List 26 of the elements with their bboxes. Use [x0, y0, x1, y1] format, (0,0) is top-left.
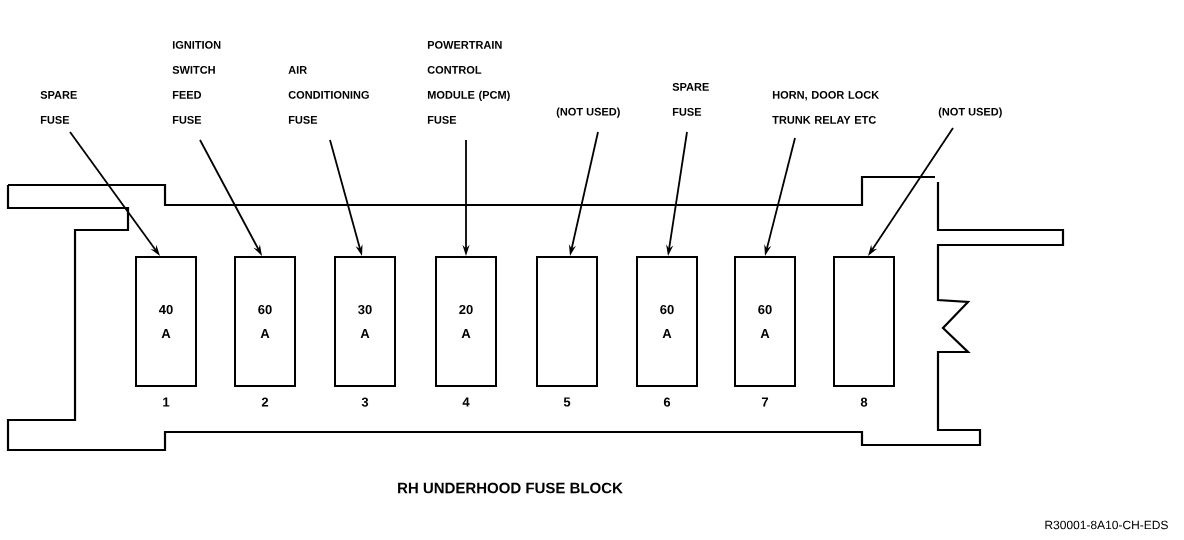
- fuse-number: 1: [163, 397, 170, 407]
- fuse-number: 6: [663, 397, 671, 407]
- fuse-box: 40 A: [135, 256, 197, 387]
- fuse-box: [833, 256, 895, 387]
- callout-label: HORN, DOOR LOCK TRUNK RELAY ETC: [772, 91, 880, 124]
- callout-label: SPARE FUSE: [40, 91, 77, 124]
- fuse-number: 5: [563, 397, 571, 407]
- fuse-number: 2: [261, 397, 269, 407]
- fuse-number: 3: [361, 397, 369, 407]
- fuse-box: 60 A: [734, 256, 796, 387]
- fuse-number: 8: [860, 397, 868, 407]
- callout-label: (NOT USED): [556, 107, 620, 118]
- callout-label: IGNITION SWITCH FEED FUSE: [172, 41, 221, 124]
- fuse-box: 60 A: [234, 256, 296, 387]
- fuse-box: 30 A: [334, 256, 396, 387]
- drawing-code: R30001-8A10-CH-EDS: [1045, 520, 1168, 530]
- fuse-box: [536, 256, 598, 387]
- fuse-number: 4: [462, 397, 470, 407]
- callout-label: SPARE FUSE: [672, 83, 709, 116]
- diagram-title: RH UNDERHOOD FUSE BLOCK: [398, 482, 623, 494]
- fuse-box: 60 A: [636, 256, 698, 387]
- callout-label: (NOT USED): [938, 107, 1002, 118]
- callout-label: POWERTRAIN CONTROL MODULE (PCM) FUSE: [427, 41, 510, 124]
- callout-label: AIR CONDITIONING FUSE: [288, 66, 369, 124]
- fuse-box: 20 A: [435, 256, 497, 387]
- fuse-number: 7: [761, 397, 769, 407]
